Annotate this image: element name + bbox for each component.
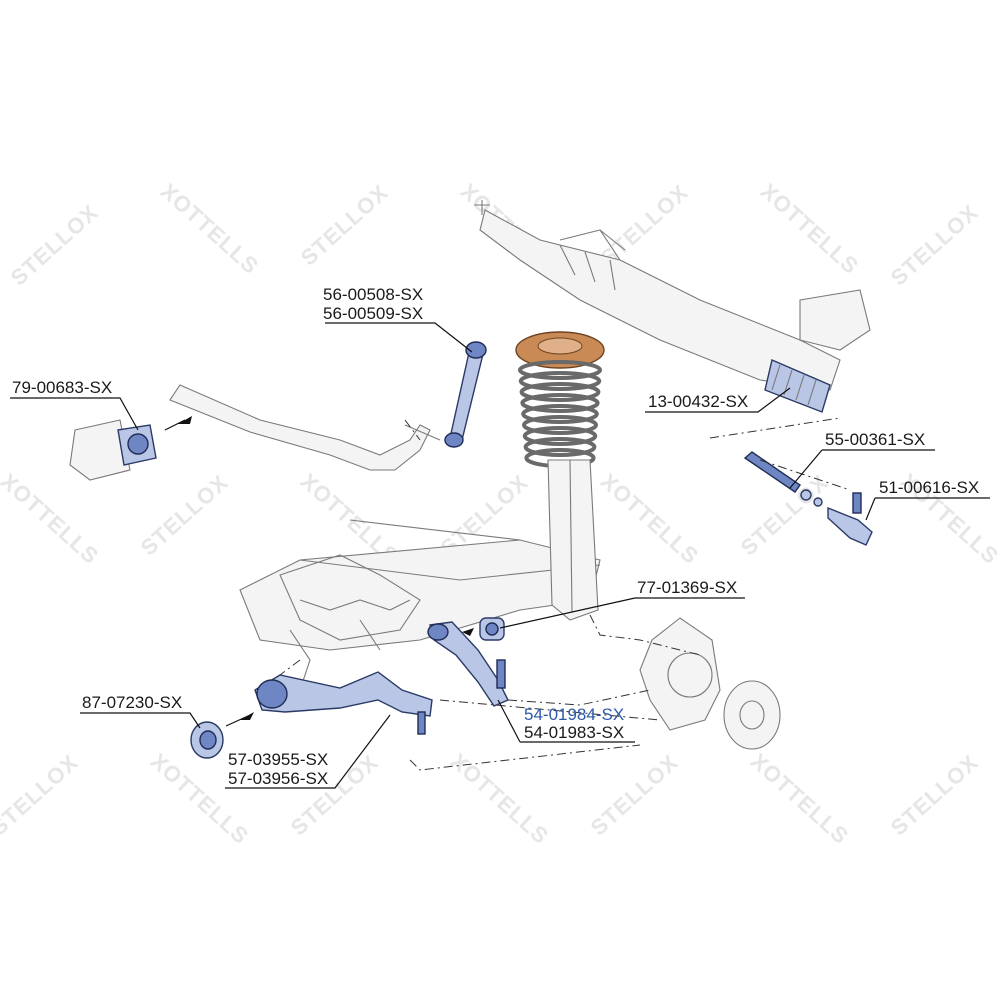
arrows (164, 416, 474, 727)
watermark-logo: STELLOX (136, 469, 233, 560)
label-55-00361: 55-00361-SX (825, 430, 925, 449)
label-54-01984: 54-01984-SX (524, 705, 624, 724)
watermark-logo: XOTTELLS (156, 178, 264, 279)
watermark-logo: XOTTELLS (596, 468, 704, 569)
stabilizer-bar-outline (169, 384, 441, 471)
assembly-lines (279, 417, 851, 771)
spring-coil (522, 415, 598, 435)
watermark-logo: STELLOX (296, 179, 393, 270)
steering-rack-outline (474, 200, 871, 391)
part-labels: 79-00683-SX 56-00508-SX 56-00509-SX 13-0… (12, 285, 979, 788)
label-87-07230: 87-07230-SX (82, 693, 182, 712)
label-57-03956: 57-03956-SX (228, 769, 328, 788)
watermark-layer: STELLOXXOTTELLSSTELLOXXOTTELLSSTELLOXXOT… (0, 178, 1000, 849)
leader-lines (10, 322, 990, 789)
stabilizer-bushing (69, 419, 157, 481)
watermark-logo: STELLOX (886, 749, 983, 840)
label-77-01369: 77-01369-SX (637, 578, 737, 597)
label-56-00509: 56-00509-SX (323, 304, 423, 323)
label-13-00432: 13-00432-SX (648, 392, 748, 411)
watermark-logo: STELLOX (886, 199, 983, 290)
steering-boot (764, 359, 831, 413)
control-arm-bushing (479, 617, 505, 641)
watermark-logo: STELLOX (586, 749, 683, 840)
watermark-logo: STELLOX (6, 199, 103, 290)
spring-coil (522, 426, 598, 446)
label-54-01983: 54-01983-SX (524, 723, 624, 742)
stabilizer-link (444, 341, 487, 448)
watermark-logo: XOTTELLS (746, 748, 854, 849)
steering-knuckle (639, 617, 781, 750)
coil-spring-strut (515, 331, 605, 621)
spring-coil (518, 360, 602, 380)
spring-coil (521, 404, 599, 424)
label-57-03955: 57-03955-SX (228, 750, 328, 769)
label-79-00683: 79-00683-SX (12, 378, 112, 397)
label-56-00508: 56-00508-SX (323, 285, 423, 304)
watermark-logo: XOTTELLS (0, 468, 104, 569)
control-arm-front (427, 621, 509, 707)
rear-bushing (190, 721, 224, 759)
tie-rod-end (827, 492, 873, 546)
spring-coil (518, 371, 602, 391)
spring-coil (520, 393, 600, 413)
tie-rod (743, 451, 823, 507)
watermark-logo: STELLOX (596, 179, 693, 270)
watermark-logo: XOTTELLS (446, 748, 554, 849)
label-51-00616: 51-00616-SX (879, 478, 979, 497)
spring-coil (519, 382, 601, 402)
control-arm-rear (254, 671, 433, 735)
watermark-logo: STELLOX (0, 749, 83, 840)
spring-coil (523, 437, 597, 457)
watermark-logo: XOTTELLS (756, 178, 864, 279)
